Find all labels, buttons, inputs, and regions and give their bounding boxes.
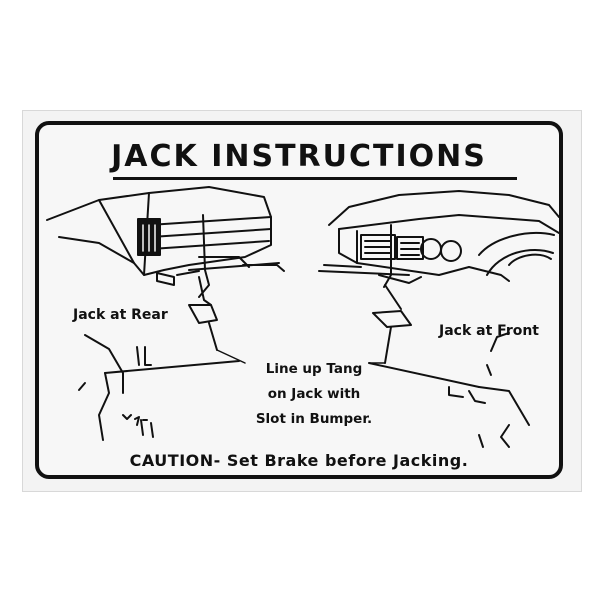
decal-border: JACK INSTRUCTIONS Jack at Rear Jack at F… [35,121,563,479]
title-underline [113,177,517,180]
front-car-drawing [318,190,559,364]
tang-instruction-line: Line up Tang [262,357,366,382]
jack-at-rear-label: Jack at Rear [73,307,168,323]
car-jack-illustration [46,186,559,448]
tang-instruction-line: Slot in Bumper. [252,407,376,432]
front-bumper-detail [368,332,530,448]
rear-car-drawing [46,186,285,351]
rear-bumper-detail [78,334,240,441]
jack-at-front-label: Jack at Front [439,323,540,339]
tang-instruction: Line up Tang on Jack with Slot in Bumper… [239,357,389,432]
page-title: JACK INSTRUCTIONS [111,139,487,174]
tang-instruction-line: on Jack with [264,382,364,407]
caution-text: CAUTION- Set Brake before Jacking. [129,451,469,470]
jack-instructions-decal: JACK INSTRUCTIONS Jack at Rear Jack at F… [22,110,582,492]
